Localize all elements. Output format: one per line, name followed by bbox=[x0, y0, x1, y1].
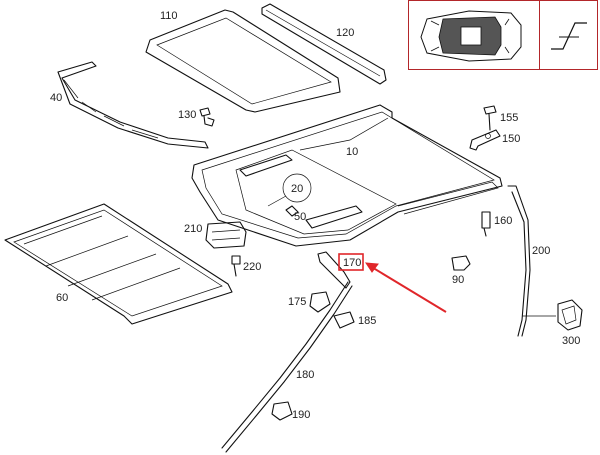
drive-cable-callout-20[interactable] bbox=[267, 173, 312, 207]
bolt-130[interactable] bbox=[199, 107, 215, 127]
clip-50[interactable] bbox=[285, 205, 299, 217]
label-150: 150 bbox=[502, 133, 520, 145]
label-50: 50 bbox=[294, 211, 306, 223]
label-200: 200 bbox=[532, 245, 550, 257]
drain-hose-180[interactable] bbox=[221, 281, 353, 453]
clamp-175[interactable] bbox=[309, 291, 331, 313]
seal-strip-40[interactable] bbox=[57, 61, 209, 149]
sunroof-frame-10[interactable] bbox=[191, 104, 503, 247]
inset-divider bbox=[539, 1, 540, 69]
screw-220[interactable] bbox=[231, 255, 241, 277]
vehicle-location-inset bbox=[408, 0, 598, 70]
label-90: 90 bbox=[452, 274, 464, 286]
hose-end-cap-300[interactable] bbox=[557, 299, 583, 331]
label-210: 210 bbox=[184, 223, 202, 235]
deflector-strip-120[interactable] bbox=[261, 3, 387, 85]
label-40: 40 bbox=[50, 92, 62, 104]
hose-clip-190[interactable] bbox=[271, 401, 293, 421]
label-175: 175 bbox=[288, 296, 306, 308]
part-labels: 110 120 40 130 155 150 10 20 50 160 210 … bbox=[50, 10, 580, 421]
label-180: 180 bbox=[296, 369, 314, 381]
drain-hose-200[interactable] bbox=[507, 185, 556, 337]
screw-155[interactable] bbox=[483, 105, 497, 131]
label-155: 155 bbox=[500, 112, 518, 124]
label-60: 60 bbox=[56, 292, 68, 304]
screw-160[interactable] bbox=[481, 211, 491, 237]
glass-panel-110[interactable] bbox=[145, 9, 341, 113]
drain-hose-connector-170[interactable] bbox=[317, 251, 351, 289]
highlight-arrow bbox=[369, 265, 447, 313]
clip-185[interactable] bbox=[333, 311, 355, 329]
label-130: 130 bbox=[178, 109, 196, 121]
label-220: 220 bbox=[243, 261, 261, 273]
bracket-150[interactable] bbox=[469, 129, 501, 151]
car-top-view-icon bbox=[420, 10, 522, 62]
label-110: 110 bbox=[160, 10, 178, 22]
arrow-head-icon bbox=[365, 262, 379, 273]
clip-90[interactable] bbox=[451, 255, 471, 271]
slope-symbol-icon bbox=[551, 22, 587, 50]
motor-210[interactable] bbox=[205, 221, 247, 249]
highlight-box bbox=[338, 253, 364, 271]
label-120: 120 bbox=[336, 27, 354, 39]
label-170: 170 bbox=[343, 257, 361, 269]
label-300: 300 bbox=[562, 335, 580, 347]
label-185: 185 bbox=[358, 315, 376, 327]
label-20: 20 bbox=[291, 183, 303, 195]
sunshade-60[interactable] bbox=[4, 203, 233, 325]
label-160: 160 bbox=[494, 215, 512, 227]
label-190: 190 bbox=[292, 409, 310, 421]
highlight-callout bbox=[338, 253, 447, 313]
label-10: 10 bbox=[346, 146, 358, 158]
